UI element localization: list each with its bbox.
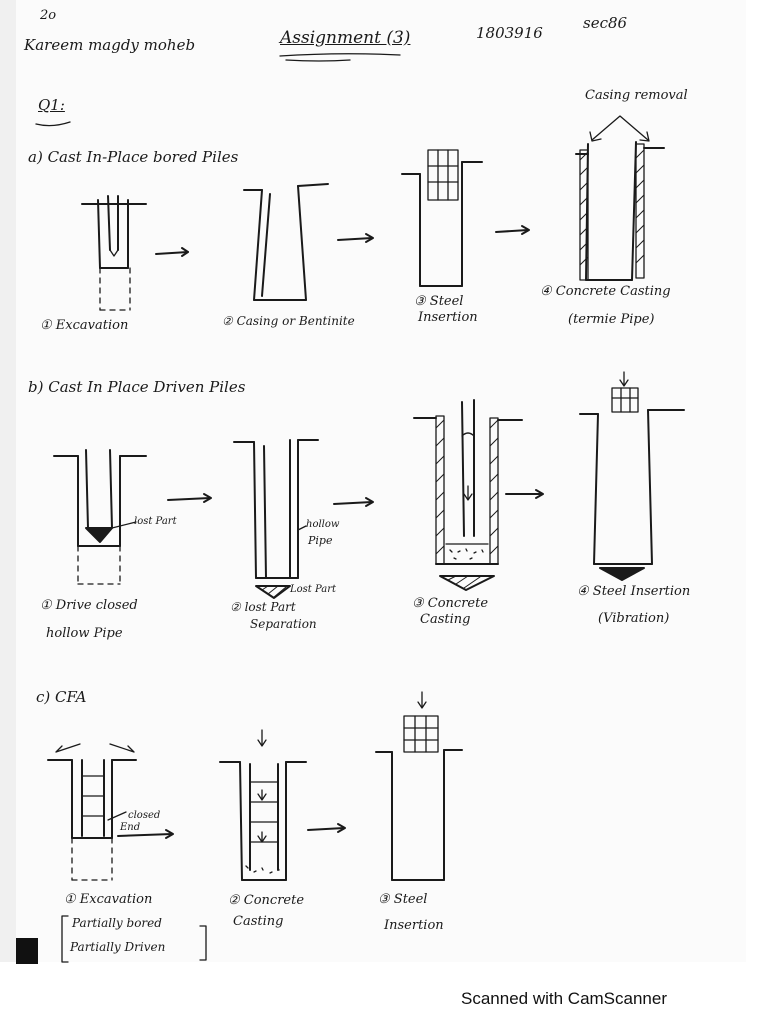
label-lost-part: lost Part — [134, 516, 177, 527]
step-b4-line1: ④ Steel Insertion — [577, 584, 691, 599]
step-c3-line1: ③ Steel — [378, 892, 428, 907]
step-b3-line1: ③ Concrete — [412, 596, 489, 611]
label-lost-part-2: Lost Part — [290, 584, 337, 595]
diagram-c3-steel — [375, 691, 463, 881]
arrow-a1 — [155, 247, 189, 257]
paper-sheet — [16, 0, 746, 962]
casing-removal-label: Casing removal — [585, 88, 688, 103]
step-c2-line1: ② Concrete — [228, 893, 305, 908]
diagram-c1-excavation — [47, 743, 174, 881]
diagram-b1-drive — [53, 449, 147, 585]
scan-edge — [0, 0, 16, 962]
step-b2-line1: ② lost Part — [230, 600, 296, 614]
step-a1: ① Excavation — [40, 318, 129, 333]
arrow-b1 — [167, 493, 212, 503]
label-end: End — [120, 822, 141, 833]
step-c2-line2: Casting — [233, 914, 284, 929]
step-c3-line2: Insertion — [384, 918, 444, 933]
section-a-heading: a) Cast In-Place bored Piles — [28, 148, 239, 166]
assignment-title: Assignment (3) — [280, 28, 411, 48]
arrow-a3 — [495, 225, 530, 235]
scanner-watermark: Scanned with CamScanner — [461, 989, 668, 1008]
step-b1-line1: ① Drive closed — [40, 598, 138, 613]
section-code: sec86 — [583, 14, 628, 32]
step-b3-line2: Casting — [420, 612, 471, 627]
label-closed: closed — [128, 810, 161, 821]
step-a3-line1: ③ Steel — [414, 294, 464, 309]
step-b1-line2: hollow Pipe — [46, 626, 123, 641]
arrow-b3 — [505, 489, 544, 499]
diagram-b3-concrete — [413, 399, 523, 591]
label-pipe: Pipe — [308, 534, 333, 547]
note-bracket-left — [61, 915, 69, 963]
question-label: Q1: — [38, 96, 65, 114]
section-b-heading: b) Cast In Place Driven Piles — [28, 378, 246, 396]
title-underline-2 — [285, 59, 351, 62]
step-a4-line2: (termie Pipe) — [568, 312, 655, 327]
step-b2-line2: Separation — [250, 617, 317, 631]
arrow-c2 — [307, 823, 346, 833]
diagram-a2-casing — [243, 183, 329, 301]
step-a2: ② Casing or Bentinite — [222, 314, 355, 328]
title-underline — [279, 53, 401, 57]
diagram-a1-excavation — [81, 195, 147, 311]
step-b4-line2: (Vibration) — [598, 611, 670, 626]
student-name: Kareem magdy moheb — [24, 36, 196, 54]
diagram-b2-separation — [233, 439, 319, 599]
corner-mark — [16, 938, 38, 964]
note-bracket-right — [199, 925, 207, 961]
diagram-a4-concrete — [575, 115, 665, 281]
step-a3-line2: Insertion — [418, 310, 478, 325]
label-hollow: hollow — [306, 519, 340, 530]
student-id: 1803916 — [476, 24, 543, 42]
question-underline — [35, 121, 71, 127]
diagram-a3-steel — [401, 149, 483, 287]
step-a4-line1: ④ Concrete Casting — [540, 284, 671, 299]
arrow-b2 — [333, 497, 374, 507]
step-c1-note1: Partially bored — [72, 916, 162, 930]
arrow-a2 — [337, 233, 374, 243]
section-c-heading: c) CFA — [36, 688, 87, 706]
step-c1-note2: Partially Driven — [70, 940, 166, 954]
diagram-b4-steel — [579, 371, 685, 581]
diagram-c2-concrete — [219, 729, 307, 881]
page-number: 2o — [40, 8, 57, 23]
step-c1: ① Excavation — [64, 892, 153, 907]
